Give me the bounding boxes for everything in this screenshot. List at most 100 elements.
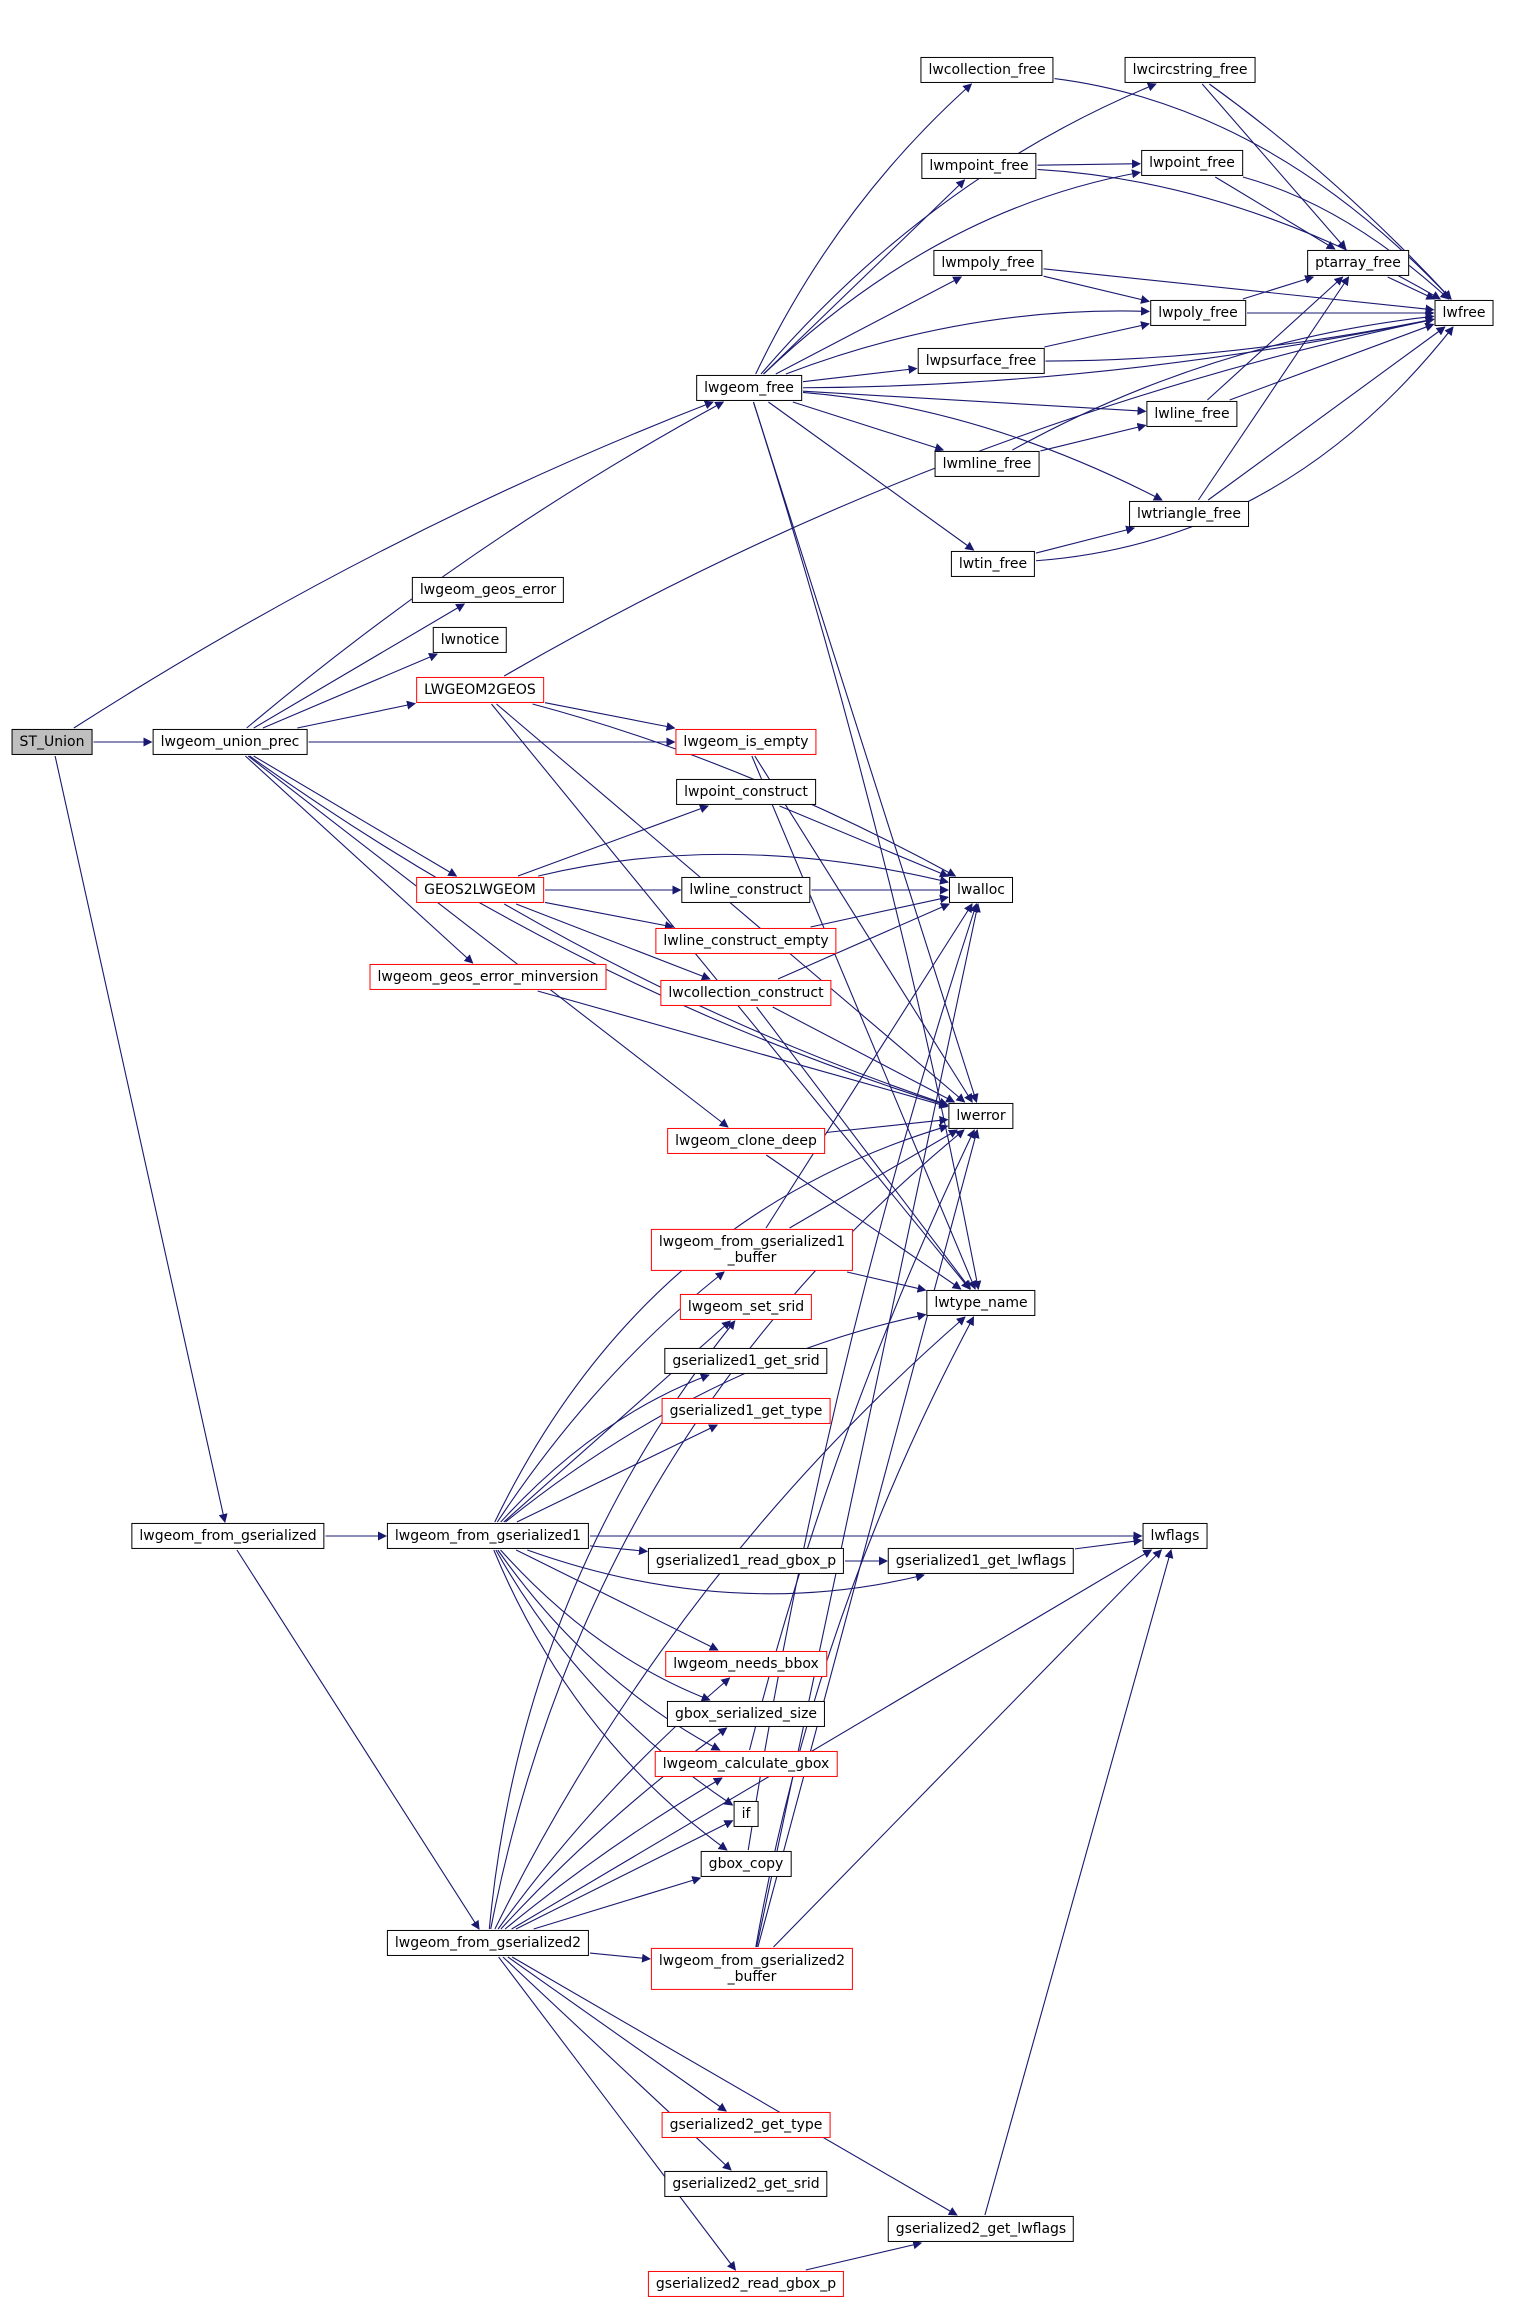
- edge-lwgeom_union_prec-to-lwgeom_geos_error: [253, 603, 466, 729]
- edge-lwmpoly_free-to-lwfree: [1043, 268, 1435, 314]
- edge-lwgeom_from_gserialized1-to-gbox_copy: [493, 1549, 728, 1851]
- node-lwpoint_free[interactable]: lwpoint_free: [1141, 149, 1243, 177]
- node-gserialized1_get_srid[interactable]: gserialized1_get_srid: [664, 1347, 828, 1375]
- edge-lwcollection_free-to-lwfree: [1054, 77, 1452, 300]
- node-geos2lwgeom[interactable]: GEOS2LWGEOM: [416, 876, 544, 904]
- node-lwgeom_geos_error[interactable]: lwgeom_geos_error: [411, 576, 565, 604]
- node-gserialized2_read_gbox_p[interactable]: gserialized2_read_gbox_p: [647, 2270, 845, 2298]
- edge-st_union-to-lwgeom_free: [73, 400, 714, 729]
- edge-lwgeom_from_gserialized2_buffer-to-lwerror: [757, 1129, 980, 1948]
- node-gserialized1_get_lwflags[interactable]: gserialized1_get_lwflags: [887, 1547, 1075, 1575]
- node-lwfree[interactable]: lwfree: [1434, 299, 1494, 327]
- node-lwpsurface_free[interactable]: lwpsurface_free: [917, 347, 1045, 375]
- edge-lwmpoint_free-to-lwfree: [1037, 168, 1441, 300]
- node-lwgeom_calculate_gbox[interactable]: lwgeom_calculate_gbox: [654, 1750, 838, 1778]
- node-lwgeom_clone_deep[interactable]: lwgeom_clone_deep: [667, 1127, 825, 1155]
- node-gbox_copy[interactable]: gbox_copy: [700, 1850, 792, 1878]
- edge-lwline_free-to-ptarray_free: [1207, 276, 1344, 401]
- edge-ptarray_free-to-lwfree: [1387, 276, 1436, 300]
- node-lwline_construct[interactable]: lwline_construct: [681, 876, 811, 904]
- edge-lwgeom_free-to-lwpoly_free: [785, 306, 1150, 375]
- node-lwgeom_from_gserialized1_buffer[interactable]: lwgeom_from_gserialized1 _buffer: [650, 1228, 854, 1272]
- node-lwalloc[interactable]: lwalloc: [949, 876, 1013, 904]
- node-lwgeom_free[interactable]: lwgeom_free: [696, 374, 802, 402]
- node-lwcircstring_free[interactable]: lwcircstring_free: [1124, 56, 1256, 84]
- edge-lwgeom_from_gserialized2-to-gserialized2_get_lwflags: [511, 1956, 958, 2216]
- edge-lwgeom_from_gserialized2-to-gserialized2_read_gbox_p: [498, 1956, 737, 2271]
- edge-gserialized1_get_lwflags-to-lwflags: [1074, 1536, 1143, 1550]
- edge-lwcollection_construct-to-lwerror: [772, 1006, 956, 1103]
- node-lwtin_free[interactable]: lwtin_free: [950, 550, 1036, 578]
- node-lwgeom_needs_bbox[interactable]: lwgeom_needs_bbox: [665, 1650, 827, 1678]
- node-st_union[interactable]: ST_Union: [11, 728, 93, 756]
- node-lwline_free[interactable]: lwline_free: [1146, 400, 1238, 428]
- edge-lwgeom2geos-to-lwgeom_is_empty: [544, 702, 676, 731]
- edge-lwgeom_free-to-lwpsurface_free: [802, 364, 918, 383]
- edge-lwgeom_from_gserialized1-to-gserialized1_get_srid: [500, 1373, 710, 1523]
- edge-lwgeom_from_gserialized1_buffer-to-lwtype_name: [846, 1271, 927, 1293]
- node-gserialized2_get_srid[interactable]: gserialized2_get_srid: [664, 2170, 828, 2198]
- node-gserialized2_get_type[interactable]: gserialized2_get_type: [661, 2111, 831, 2139]
- edge-lwgeom_clone_deep-to-lwerror: [825, 1115, 949, 1134]
- edge-lwgeom_from_gserialized2-to-lwgeom_set_srid: [488, 1320, 736, 1930]
- edge-paths-group: [54, 77, 1454, 2271]
- edge-lwpsurface_free-to-lwfree: [1045, 316, 1435, 362]
- edge-geos2lwgeom-to-lwalloc: [538, 853, 949, 885]
- edge-lwmpoly_free-to-lwpoly_free: [1043, 275, 1150, 304]
- node-lwtriangle_free[interactable]: lwtriangle_free: [1129, 500, 1249, 528]
- edge-lwgeom_from_gserialized1-to-gbox_serialized_size: [500, 1549, 711, 1702]
- edge-lwgeom_geos_error_minversion-to-lwerror: [537, 990, 949, 1109]
- edge-lwcollection_construct-to-lwalloc: [777, 903, 950, 980]
- edge-lwgeom_from_gserialized1-to-if: [495, 1549, 734, 1806]
- node-gserialized1_read_gbox_p[interactable]: gserialized1_read_gbox_p: [647, 1547, 845, 1575]
- edge-lwgeom_from_gserialized2-to-lwtype_name: [494, 1316, 966, 1930]
- node-lwcollection_free[interactable]: lwcollection_free: [920, 56, 1054, 84]
- node-lwgeom_from_gserialized2_buffer[interactable]: lwgeom_from_gserialized2 _buffer: [650, 1947, 854, 1991]
- node-lwnotice[interactable]: lwnotice: [432, 626, 508, 654]
- node-ptarray_free[interactable]: ptarray_free: [1307, 249, 1409, 277]
- node-lwgeom_from_gserialized1[interactable]: lwgeom_from_gserialized1: [386, 1522, 590, 1550]
- node-lwcollection_construct[interactable]: lwcollection_construct: [660, 979, 832, 1007]
- edge-lwtin_free-to-lwfree: [1035, 326, 1454, 562]
- node-lwpoly_free[interactable]: lwpoly_free: [1150, 299, 1246, 327]
- node-lwerror[interactable]: lwerror: [948, 1102, 1014, 1130]
- edge-lwgeom_from_gserialized2-to-if: [515, 1820, 734, 1930]
- node-lwpoint_construct[interactable]: lwpoint_construct: [676, 778, 816, 806]
- edge-lwcollection_construct-to-lwtype_name: [756, 1006, 971, 1290]
- node-if[interactable]: if: [733, 1800, 759, 1828]
- node-lwmpoly_free[interactable]: lwmpoly_free: [933, 249, 1043, 277]
- node-gserialized2_get_lwflags[interactable]: gserialized2_get_lwflags: [887, 2215, 1075, 2243]
- edge-lwgeom_from_gserialized2-to-gserialized2_get_type: [507, 1956, 727, 2112]
- node-lwgeom_union_prec[interactable]: lwgeom_union_prec: [152, 728, 308, 756]
- edge-lwgeom_from_gserialized1-to-lwgeom_calculate_gbox: [497, 1549, 721, 1751]
- node-lwline_construct_empty[interactable]: lwline_construct_empty: [655, 927, 837, 955]
- node-lwmline_free[interactable]: lwmline_free: [934, 450, 1040, 478]
- edge-lwtin_free-to-lwtriangle_free: [1035, 525, 1136, 554]
- edge-lwgeom_free-to-lwmpoly_free: [775, 276, 963, 375]
- edge-lwgeom_union_prec-to-lwgeom_geos_error_minversion: [244, 755, 474, 964]
- node-lwgeom2geos[interactable]: LWGEOM2GEOS: [416, 676, 544, 704]
- edge-lwgeom_from_gserialized1-to-gserialized1_get_lwflags: [527, 1549, 925, 1595]
- edge-lwpsurface_free-to-lwpoly_free: [1044, 321, 1150, 348]
- edge-lwtriangle_free-to-ptarray_free: [1197, 276, 1350, 501]
- node-lwtype_name[interactable]: lwtype_name: [926, 1289, 1036, 1317]
- node-gbox_serialized_size[interactable]: gbox_serialized_size: [666, 1700, 826, 1728]
- edge-lwgeom_free-to-lwtin_free: [768, 401, 975, 551]
- edge-lwgeom_union_prec-to-lwgeom_free: [246, 401, 725, 729]
- edge-lwgeom_from_gserialized2_buffer-to-lwflags: [773, 1549, 1163, 1948]
- edge-lwcircstring_free-to-lwfree: [1209, 83, 1452, 300]
- node-gserialized1_get_type[interactable]: gserialized1_get_type: [661, 1397, 831, 1425]
- node-lwgeom_is_empty[interactable]: lwgeom_is_empty: [675, 728, 817, 756]
- edge-lwpoint_construct-to-lwalloc: [779, 805, 949, 878]
- edge-lwgeom_union_prec-to-lwnotice: [262, 652, 438, 729]
- node-lwgeom_set_srid[interactable]: lwgeom_set_srid: [679, 1293, 813, 1321]
- node-lwgeom_geos_error_minversion[interactable]: lwgeom_geos_error_minversion: [369, 963, 607, 991]
- node-lwflags[interactable]: lwflags: [1142, 1522, 1208, 1550]
- edge-lwgeom_is_empty-to-lwerror: [754, 755, 973, 1103]
- node-lwmpoint_free[interactable]: lwmpoint_free: [921, 152, 1037, 180]
- edge-lwtriangle_free-to-lwfree: [1207, 326, 1446, 501]
- node-lwgeom_from_gserialized2[interactable]: lwgeom_from_gserialized2: [386, 1929, 590, 1957]
- node-lwgeom_from_gserialized[interactable]: lwgeom_from_gserialized: [131, 1522, 325, 1550]
- edge-lwline_free-to-lwfree: [1229, 322, 1435, 401]
